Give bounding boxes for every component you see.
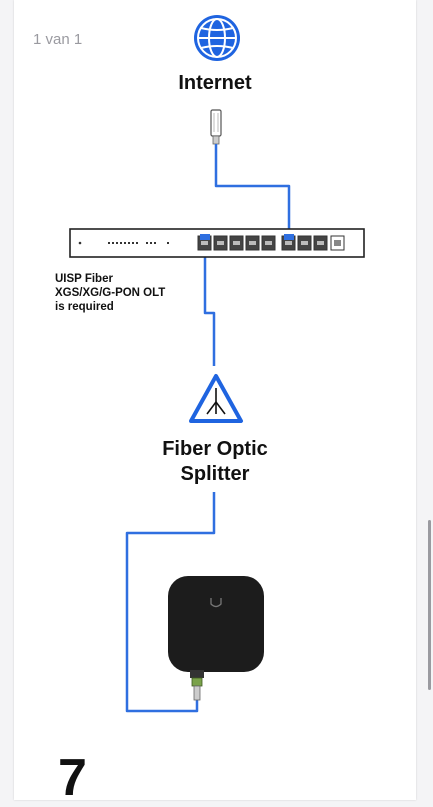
olt-to-splitter-cable <box>203 238 216 366</box>
globe-icon <box>194 15 240 61</box>
olt-note-line-1: UISP Fiber <box>55 273 113 285</box>
splitter-triangle-icon <box>189 374 243 423</box>
splitter-label: Fiber Optic Splitter <box>140 437 290 487</box>
scrollbar[interactable] <box>428 520 431 690</box>
olt-requirement-note: UISP Fiber XGS/XG/G-PON OLT is required <box>55 272 215 314</box>
internet-label: Internet <box>178 72 252 94</box>
page-indicator: 1 van 1 <box>33 31 83 48</box>
ont-device <box>168 576 264 701</box>
splitter-to-device-cable <box>125 492 216 713</box>
olt-note-line-2: XGS/XG/G-PON OLT <box>55 287 166 299</box>
internet-cable-connector <box>210 109 222 145</box>
olt-note-line-3: is required <box>55 301 114 313</box>
splitter-label-line-1: Fiber Optic <box>162 438 268 460</box>
step-number: 7 <box>58 749 87 807</box>
splitter-label-line-2: Splitter <box>180 463 250 485</box>
internet-uplink-cable <box>214 144 291 238</box>
olt-switch <box>69 228 365 258</box>
